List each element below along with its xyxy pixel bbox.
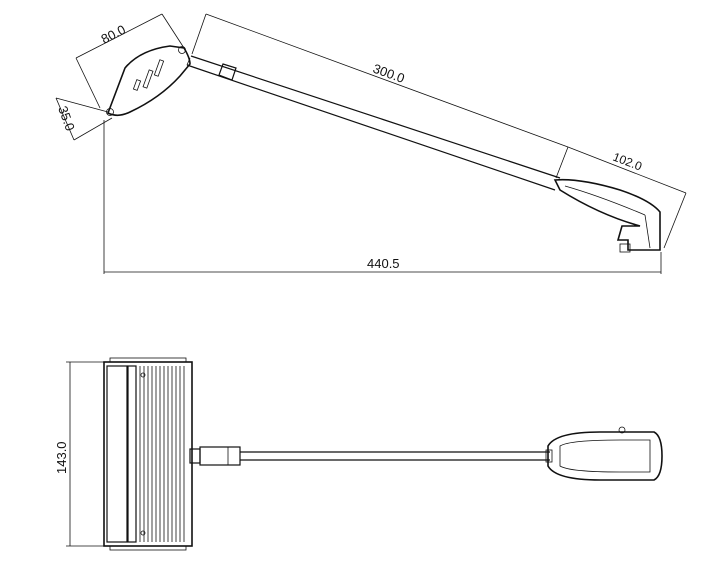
top-head-body [103, 357, 193, 551]
top-view: 143.0 [54, 357, 663, 551]
dim-label-440: 440.5 [367, 256, 400, 271]
dim-label-143: 143.0 [54, 441, 69, 474]
dim-label-35: 35.0 [55, 104, 78, 133]
dim-arm-length: 300.0 [191, 13, 569, 179]
top-arm [189, 446, 550, 466]
dim-head-length: 80.0 [75, 13, 185, 109]
side-arm [186, 55, 561, 191]
dim-head-height: 35.0 [55, 97, 113, 141]
side-head-housing [106, 45, 191, 117]
dim-label-80: 80.0 [99, 22, 128, 47]
side-lamp-head [553, 178, 661, 253]
dim-head-width: 143.0 [54, 361, 104, 547]
top-lamp-head [545, 426, 663, 481]
side-view: 80.0 35.0 300.0 102.0 440.5 [55, 13, 687, 274]
dim-lamp-length: 102.0 [567, 146, 687, 249]
dim-overall-length: 440.5 [103, 120, 662, 274]
dim-label-300: 300.0 [371, 61, 407, 86]
